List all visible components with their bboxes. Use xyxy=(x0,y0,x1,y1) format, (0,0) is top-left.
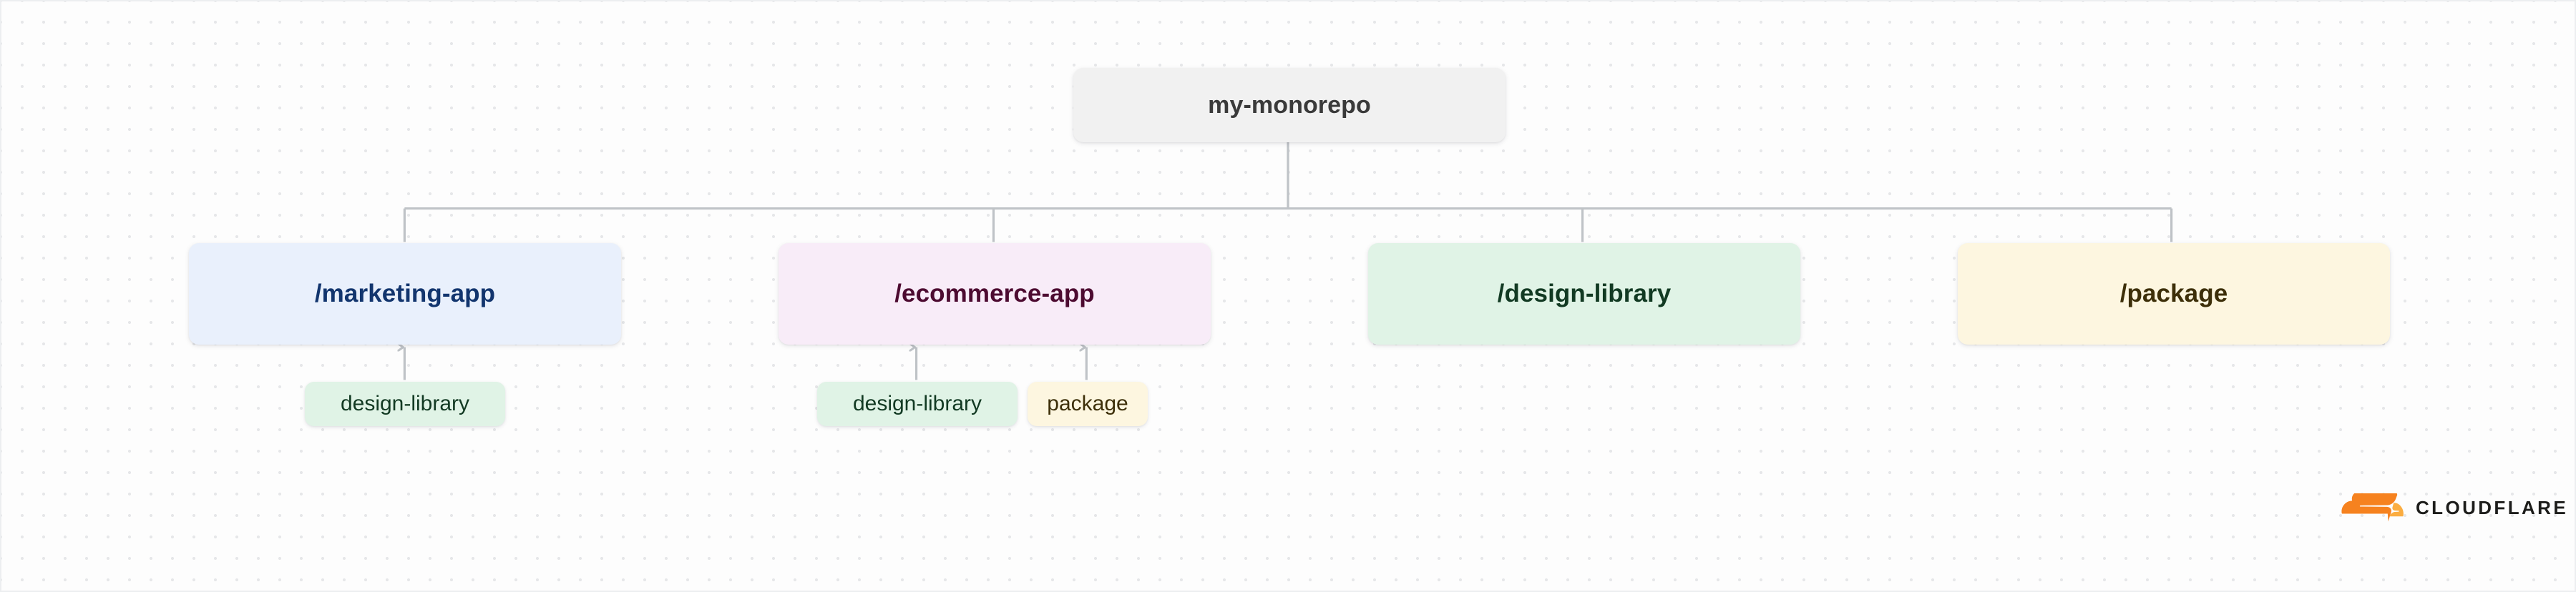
cloudflare-logo: CLOUDFLARE xyxy=(2340,493,2568,522)
node-marketing-app-label: /marketing-app xyxy=(314,280,496,307)
dependency-chip-label: design-library xyxy=(852,392,982,415)
node-ecommerce-app[interactable]: /ecommerce-app xyxy=(779,243,1211,345)
dependency-chip-marketing-design-library[interactable]: design-library xyxy=(305,382,505,426)
node-ecommerce-app-label: /ecommerce-app xyxy=(894,280,1095,307)
node-package-label: /package xyxy=(2119,280,2228,307)
node-root[interactable]: my-monorepo xyxy=(1073,68,1506,142)
node-design-library-label: /design-library xyxy=(1497,280,1672,307)
node-root-label: my-monorepo xyxy=(1208,91,1371,119)
dependency-chip-ecommerce-design-library[interactable]: design-library xyxy=(817,382,1018,426)
cloudflare-cloud-icon xyxy=(2341,493,2404,522)
node-marketing-app[interactable]: /marketing-app xyxy=(189,243,621,345)
dependency-chip-ecommerce-package[interactable]: package xyxy=(1028,382,1148,426)
dependency-chip-label: package xyxy=(1047,392,1128,415)
cloudflare-wordmark: CLOUDFLARE xyxy=(2416,497,2569,518)
dependency-chip-label: design-library xyxy=(340,392,470,415)
node-package[interactable]: /package xyxy=(1958,243,2390,345)
node-design-library[interactable]: /design-library xyxy=(1368,243,1800,345)
